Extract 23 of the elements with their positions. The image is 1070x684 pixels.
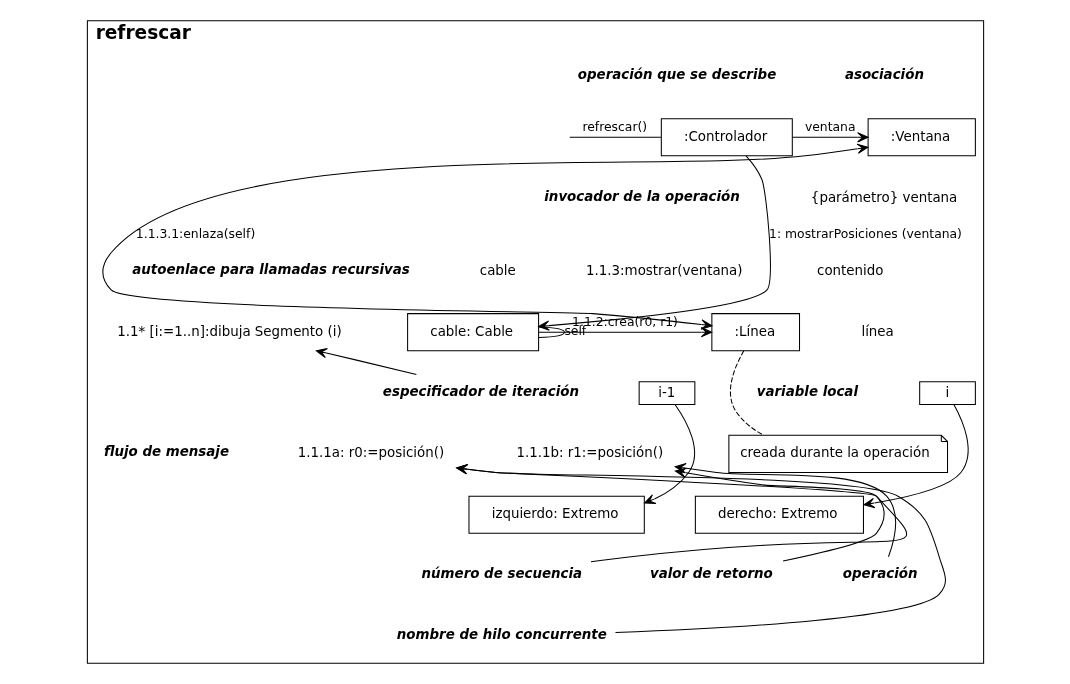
node-text: valor de retorno: [649, 566, 773, 582]
node-text: 1.1.1a: r0:=posición(): [297, 445, 444, 461]
node-text: 1.1.1b: r1:=posición(): [515, 445, 663, 461]
label: línea: [860, 323, 894, 339]
label: flujo de mensaje: [103, 444, 229, 460]
node-text: 1.1* [i:=1..n]:dibuja Segmento (i): [116, 323, 342, 339]
edge-label: refrescar(): [581, 119, 647, 134]
label: variable local: [756, 383, 858, 399]
node-text: operación: [842, 566, 918, 582]
label: operación que se describe: [577, 66, 776, 82]
label: {parámetro} ventana: [810, 189, 957, 205]
edge-label: 1.1.3.1:enlaza(self): [135, 226, 255, 241]
edge-label: ventana: [804, 119, 856, 134]
node-text: número de secuencia: [421, 566, 582, 582]
label: invocador de la operación: [543, 188, 740, 204]
label: contenido: [816, 262, 883, 278]
label: autoenlace para llamadas recursivas: [131, 261, 410, 277]
node-text: especificador de iteración: [382, 383, 579, 399]
node-text: nombre de hilo concurrente: [396, 626, 607, 642]
label: 1.1.3:mostrar(ventana): [585, 262, 743, 278]
label: cable: [479, 262, 516, 278]
label: asociación: [844, 66, 924, 82]
edge-label: 1: mostrarPosiciones (ventana): [768, 226, 962, 241]
